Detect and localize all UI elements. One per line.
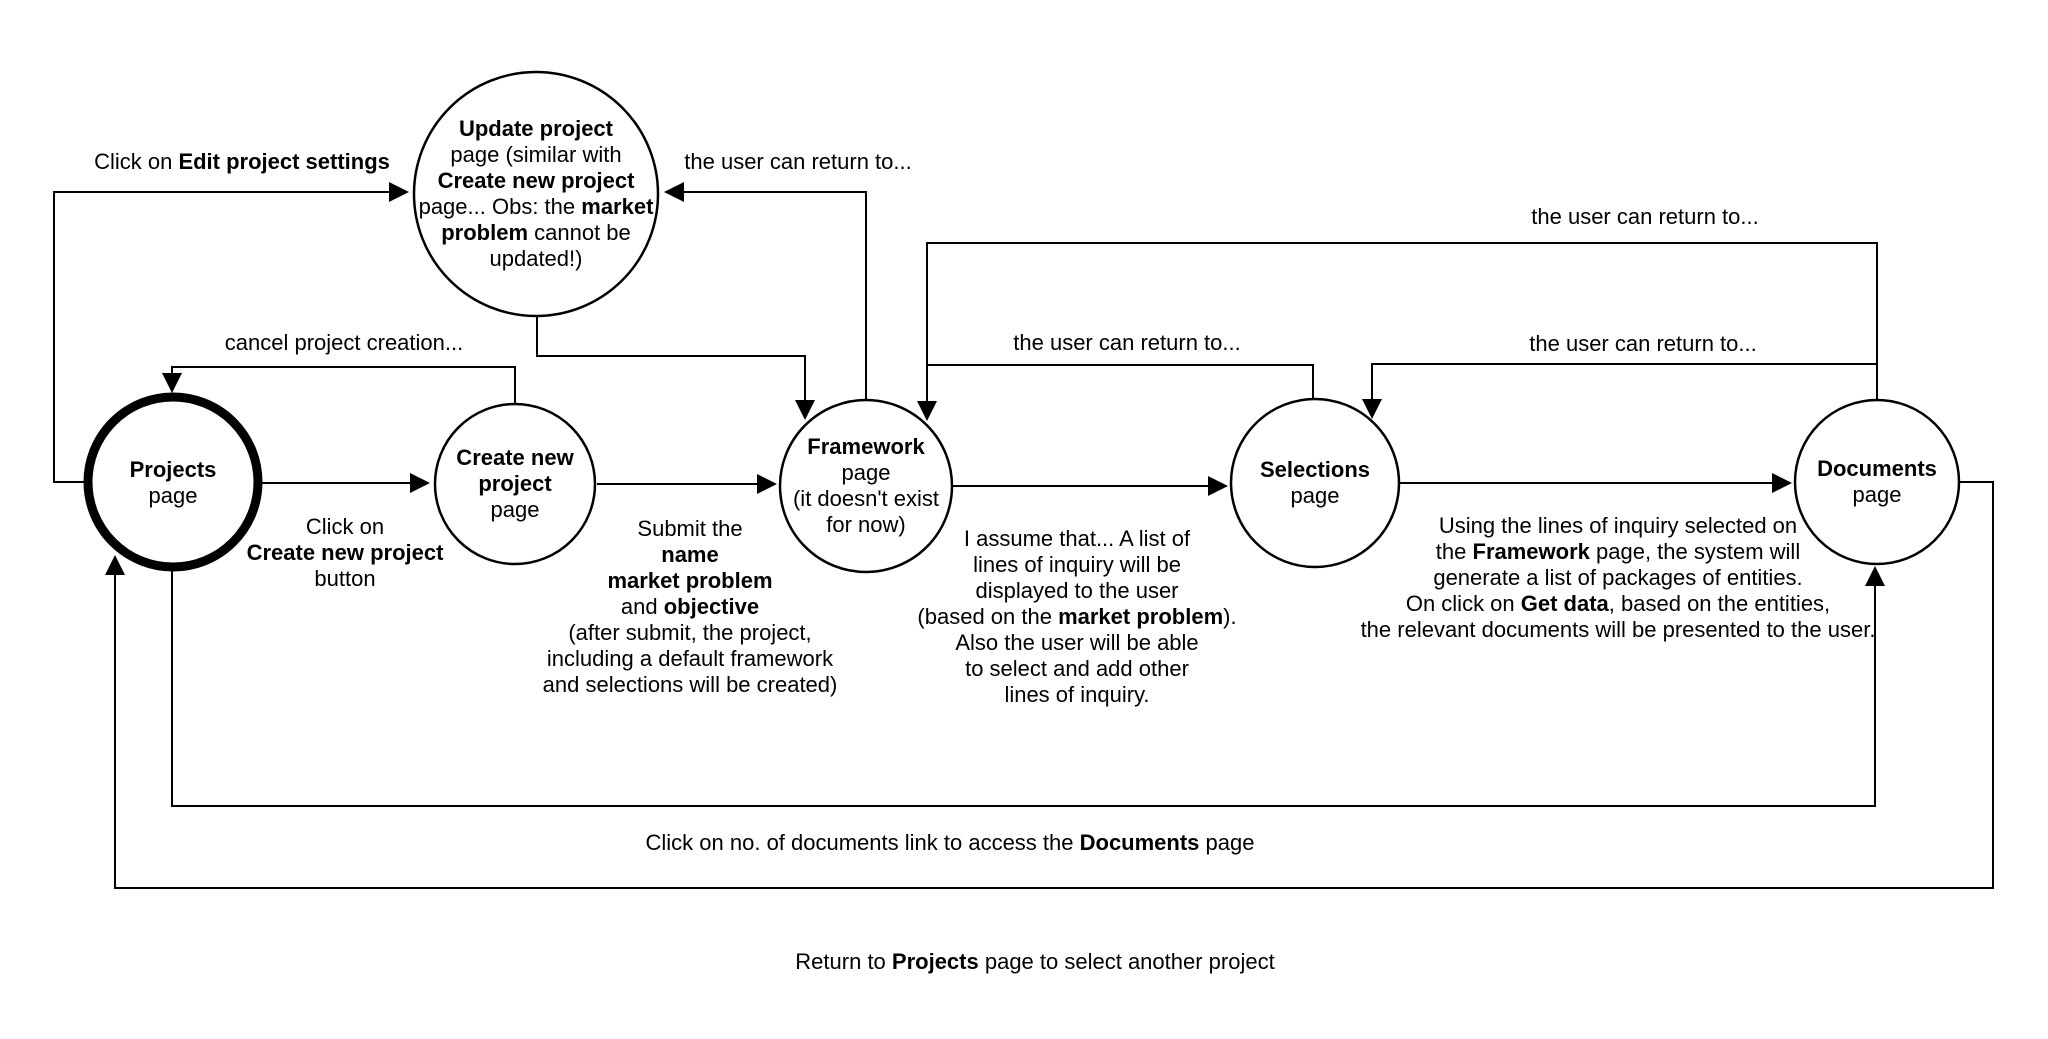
node-selections-page: [1229, 397, 1401, 569]
edge-cancel-creation-to-projects: [162, 366, 516, 404]
label-cancel-project-creation: cancel project creation...: [224, 330, 464, 355]
node-update-project-page: [412, 70, 660, 318]
label-return-documents-to-framework: the user can return to...: [1531, 204, 1759, 229]
edge-projects-to-documents-bottom: [171, 566, 1885, 807]
node-framework-page: [778, 398, 954, 574]
edge-projects-to-update-project: [53, 182, 409, 483]
edge-selections-return-to-framework: [928, 364, 1314, 399]
edge-documents-return-to-framework: [917, 242, 1878, 421]
edge-documents-return-to-selections: [1362, 363, 1878, 419]
edge-framework-return-to-update-project: [664, 182, 867, 400]
label-click-edit-project-settings: Click on Edit project settings: [94, 149, 390, 174]
node-documents-page: [1793, 398, 1961, 566]
label-return-to-projects-page: Return to Projects page to select anothe…: [795, 949, 1275, 974]
label-return-framework-to-update: the user can return to...: [684, 149, 912, 174]
edge-update-project-to-framework: [536, 317, 815, 420]
node-create-new-project-page: [433, 402, 597, 566]
edge-documents-return-to-projects: [105, 481, 1994, 889]
label-return-selections-to-framework: the user can return to...: [1013, 330, 1241, 355]
label-click-no-of-documents-link: Click on no. of documents link to access…: [645, 830, 1255, 855]
label-return-documents-to-selections: the user can return to...: [1529, 331, 1757, 356]
node-projects-page: [83, 392, 263, 572]
